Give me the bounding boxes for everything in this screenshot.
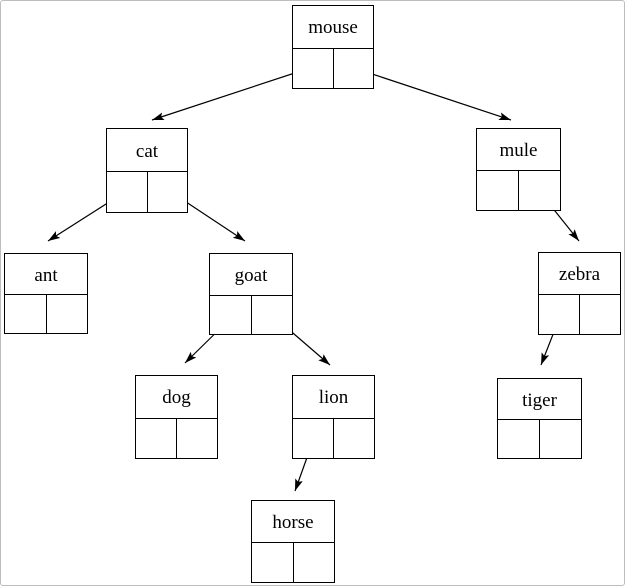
- node-tiger: tiger: [497, 378, 582, 459]
- node-ant: ant: [4, 253, 88, 334]
- node-label: cat: [107, 129, 187, 172]
- node-label: zebra: [539, 253, 620, 295]
- pointer-row: [5, 295, 87, 333]
- pointer-row: [210, 295, 293, 335]
- left-pointer-cell: [498, 420, 540, 458]
- edge-mouse-left-cat: [151, 66, 314, 121]
- node-cat: cat: [106, 128, 188, 213]
- right-pointer-cell: [294, 543, 335, 582]
- left-pointer-cell: [477, 171, 519, 210]
- left-pointer-cell: [210, 295, 252, 334]
- node-horse: horse: [251, 500, 335, 583]
- node-label: mouse: [293, 6, 373, 49]
- pointer-row: [539, 295, 620, 334]
- pointer-row: [498, 420, 581, 458]
- node-label: horse: [252, 501, 334, 543]
- left-pointer-cell: [252, 543, 294, 582]
- node-label: goat: [210, 254, 292, 296]
- edge-mouse-right-mule: [353, 67, 512, 121]
- pointer-row: [293, 418, 374, 459]
- pointer-row: [107, 172, 187, 212]
- node-zebra: zebra: [538, 252, 621, 335]
- node-label: lion: [293, 376, 374, 419]
- node-mule: mule: [476, 128, 561, 211]
- node-label: dog: [136, 376, 217, 419]
- node-label: mule: [477, 129, 560, 171]
- node-mouse: mouse: [292, 5, 374, 89]
- right-pointer-cell: [47, 295, 88, 333]
- left-pointer-cell: [107, 172, 148, 212]
- right-pointer-cell: [580, 295, 620, 334]
- right-pointer-cell: [334, 49, 374, 89]
- right-pointer-cell: [148, 172, 188, 212]
- pointer-row: [136, 418, 217, 459]
- left-pointer-cell: [293, 418, 334, 458]
- left-pointer-cell: [136, 418, 177, 458]
- right-pointer-cell: [177, 419, 217, 459]
- pointer-row: [477, 171, 560, 210]
- pointer-row: [293, 48, 374, 89]
- right-pointer-cell: [540, 420, 581, 458]
- node-goat: goat: [209, 253, 293, 335]
- right-pointer-cell: [519, 171, 560, 210]
- node-label: tiger: [498, 379, 581, 420]
- right-pointer-cell: [334, 419, 374, 459]
- left-pointer-cell: [5, 295, 47, 333]
- left-pointer-cell: [539, 295, 580, 334]
- right-pointer-cell: [252, 296, 293, 335]
- node-label: ant: [5, 254, 87, 295]
- left-pointer-cell: [293, 48, 334, 88]
- pointer-row: [252, 543, 334, 582]
- node-dog: dog: [135, 375, 218, 459]
- node-lion: lion: [292, 375, 375, 459]
